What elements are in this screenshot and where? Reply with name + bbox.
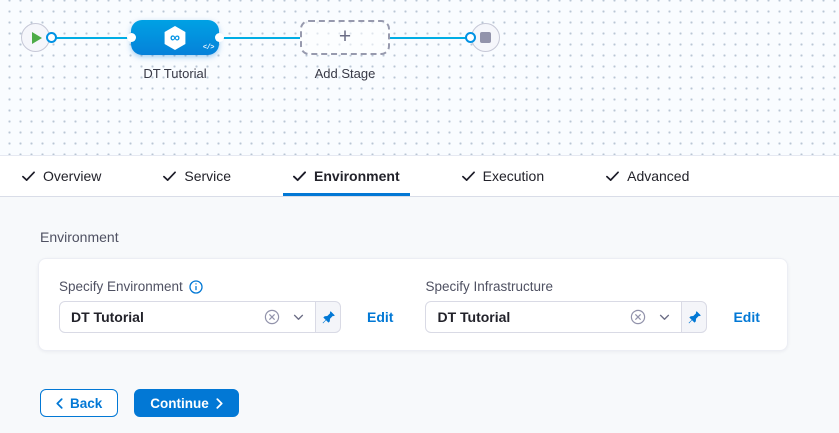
tab-advanced[interactable]: Advanced xyxy=(596,156,699,196)
infrastructure-field: Specify Infrastructure xyxy=(425,279,760,350)
pipeline-start-node xyxy=(21,23,50,52)
infrastructure-select-group xyxy=(425,301,708,333)
clear-icon[interactable] xyxy=(630,309,646,325)
pin-button[interactable] xyxy=(315,301,341,333)
tab-label: Execution xyxy=(482,168,545,184)
environment-card: Specify Environment xyxy=(38,258,788,351)
chevron-down-icon[interactable] xyxy=(293,314,304,321)
connector-port xyxy=(45,32,57,43)
chevron-left-icon xyxy=(56,397,63,409)
environment-field: Specify Environment xyxy=(59,279,393,350)
pin-button[interactable] xyxy=(681,301,708,333)
edit-environment-link[interactable]: Edit xyxy=(367,309,394,325)
connector-port xyxy=(127,33,136,42)
tab-service[interactable]: Service xyxy=(153,156,241,196)
info-icon[interactable] xyxy=(189,279,203,294)
connector-line xyxy=(219,36,300,39)
tab-label: Overview xyxy=(43,168,102,184)
connector-port xyxy=(464,32,476,43)
add-stage-button[interactable]: + xyxy=(300,20,390,55)
tab-overview[interactable]: Overview xyxy=(12,156,111,196)
field-label: Specify Environment xyxy=(59,279,183,294)
check-icon xyxy=(22,170,35,182)
infrastructure-select[interactable] xyxy=(425,301,683,333)
connector-line xyxy=(51,36,131,39)
tab-label: Advanced xyxy=(627,168,690,184)
section-title: Environment xyxy=(40,229,119,245)
check-icon xyxy=(606,170,620,182)
pipeline-end-node xyxy=(471,23,500,52)
environment-select[interactable] xyxy=(59,301,316,333)
play-icon xyxy=(32,31,42,44)
check-icon xyxy=(461,170,475,182)
check-icon xyxy=(293,170,307,182)
stage-label: DT Tutorial xyxy=(143,66,207,81)
field-label: Specify Infrastructure xyxy=(425,279,554,294)
tab-execution[interactable]: Execution xyxy=(452,156,554,196)
cd-hexagon-icon: ∞ xyxy=(162,25,188,51)
stage-node-dt-tutorial[interactable]: ∞ </> xyxy=(131,20,219,55)
tab-label: Environment xyxy=(314,168,400,184)
wizard-footer: Back Continue xyxy=(40,389,839,417)
connector-port xyxy=(214,33,224,42)
back-button-label: Back xyxy=(70,395,103,411)
environment-tab-panel: Environment Specify Environment xyxy=(0,197,839,417)
add-stage-label: Add Stage xyxy=(314,66,376,81)
plus-icon: + xyxy=(338,25,352,48)
infinity-glyph: ∞ xyxy=(170,28,180,45)
clear-icon[interactable] xyxy=(264,309,280,325)
code-badge-icon: </> xyxy=(202,44,215,52)
check-icon xyxy=(163,170,177,182)
pipeline-canvas: ∞ </> DT Tutorial + Add Stage xyxy=(0,0,839,156)
back-button[interactable]: Back xyxy=(40,389,119,417)
continue-button[interactable]: Continue xyxy=(134,389,239,417)
continue-button-label: Continue xyxy=(150,395,209,411)
tab-environment[interactable]: Environment xyxy=(283,156,410,196)
chevron-right-icon xyxy=(216,397,223,409)
stage-tabs: Overview Service Environment Execution A… xyxy=(0,156,839,197)
environment-select-group xyxy=(59,301,341,333)
tab-label: Service xyxy=(184,168,232,184)
edit-infrastructure-link[interactable]: Edit xyxy=(733,309,760,325)
connector-line xyxy=(390,36,470,39)
chevron-down-icon[interactable] xyxy=(659,314,670,321)
stop-icon xyxy=(480,32,491,43)
